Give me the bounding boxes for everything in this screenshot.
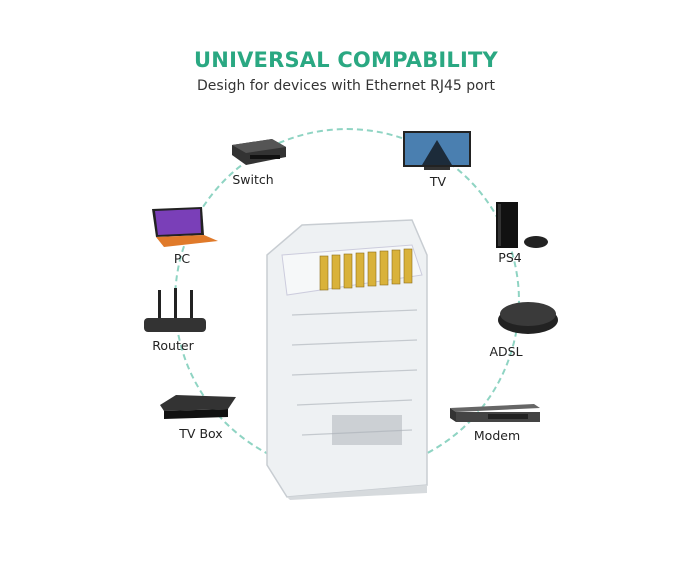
laptop-icon <box>152 207 218 247</box>
device-label-ps4: PS4 <box>498 250 522 265</box>
game-console-icon <box>496 202 548 248</box>
rack-modem-icon <box>450 404 540 422</box>
rj45-connector-image <box>266 219 428 500</box>
device-label-router: Router <box>152 338 194 353</box>
network-switch-icon <box>232 139 286 165</box>
tv-icon <box>403 131 471 170</box>
device-label-adsl: ADSL <box>489 344 523 359</box>
device-label-switch: Switch <box>232 172 274 187</box>
device-label-modem: Modem <box>473 428 521 443</box>
page-title: UNIVERSAL COMPABILITY <box>194 48 498 72</box>
device-label-tv-box: TV Box <box>179 426 223 441</box>
tv-box-icon <box>160 395 236 419</box>
page-subtitle: Desigh for devices with Ethernet RJ45 po… <box>197 78 495 94</box>
device-label-tv: TV <box>429 174 447 189</box>
device-label-pc: PC <box>173 251 191 266</box>
adsl-modem-icon <box>498 302 558 334</box>
router-icon <box>144 288 206 332</box>
